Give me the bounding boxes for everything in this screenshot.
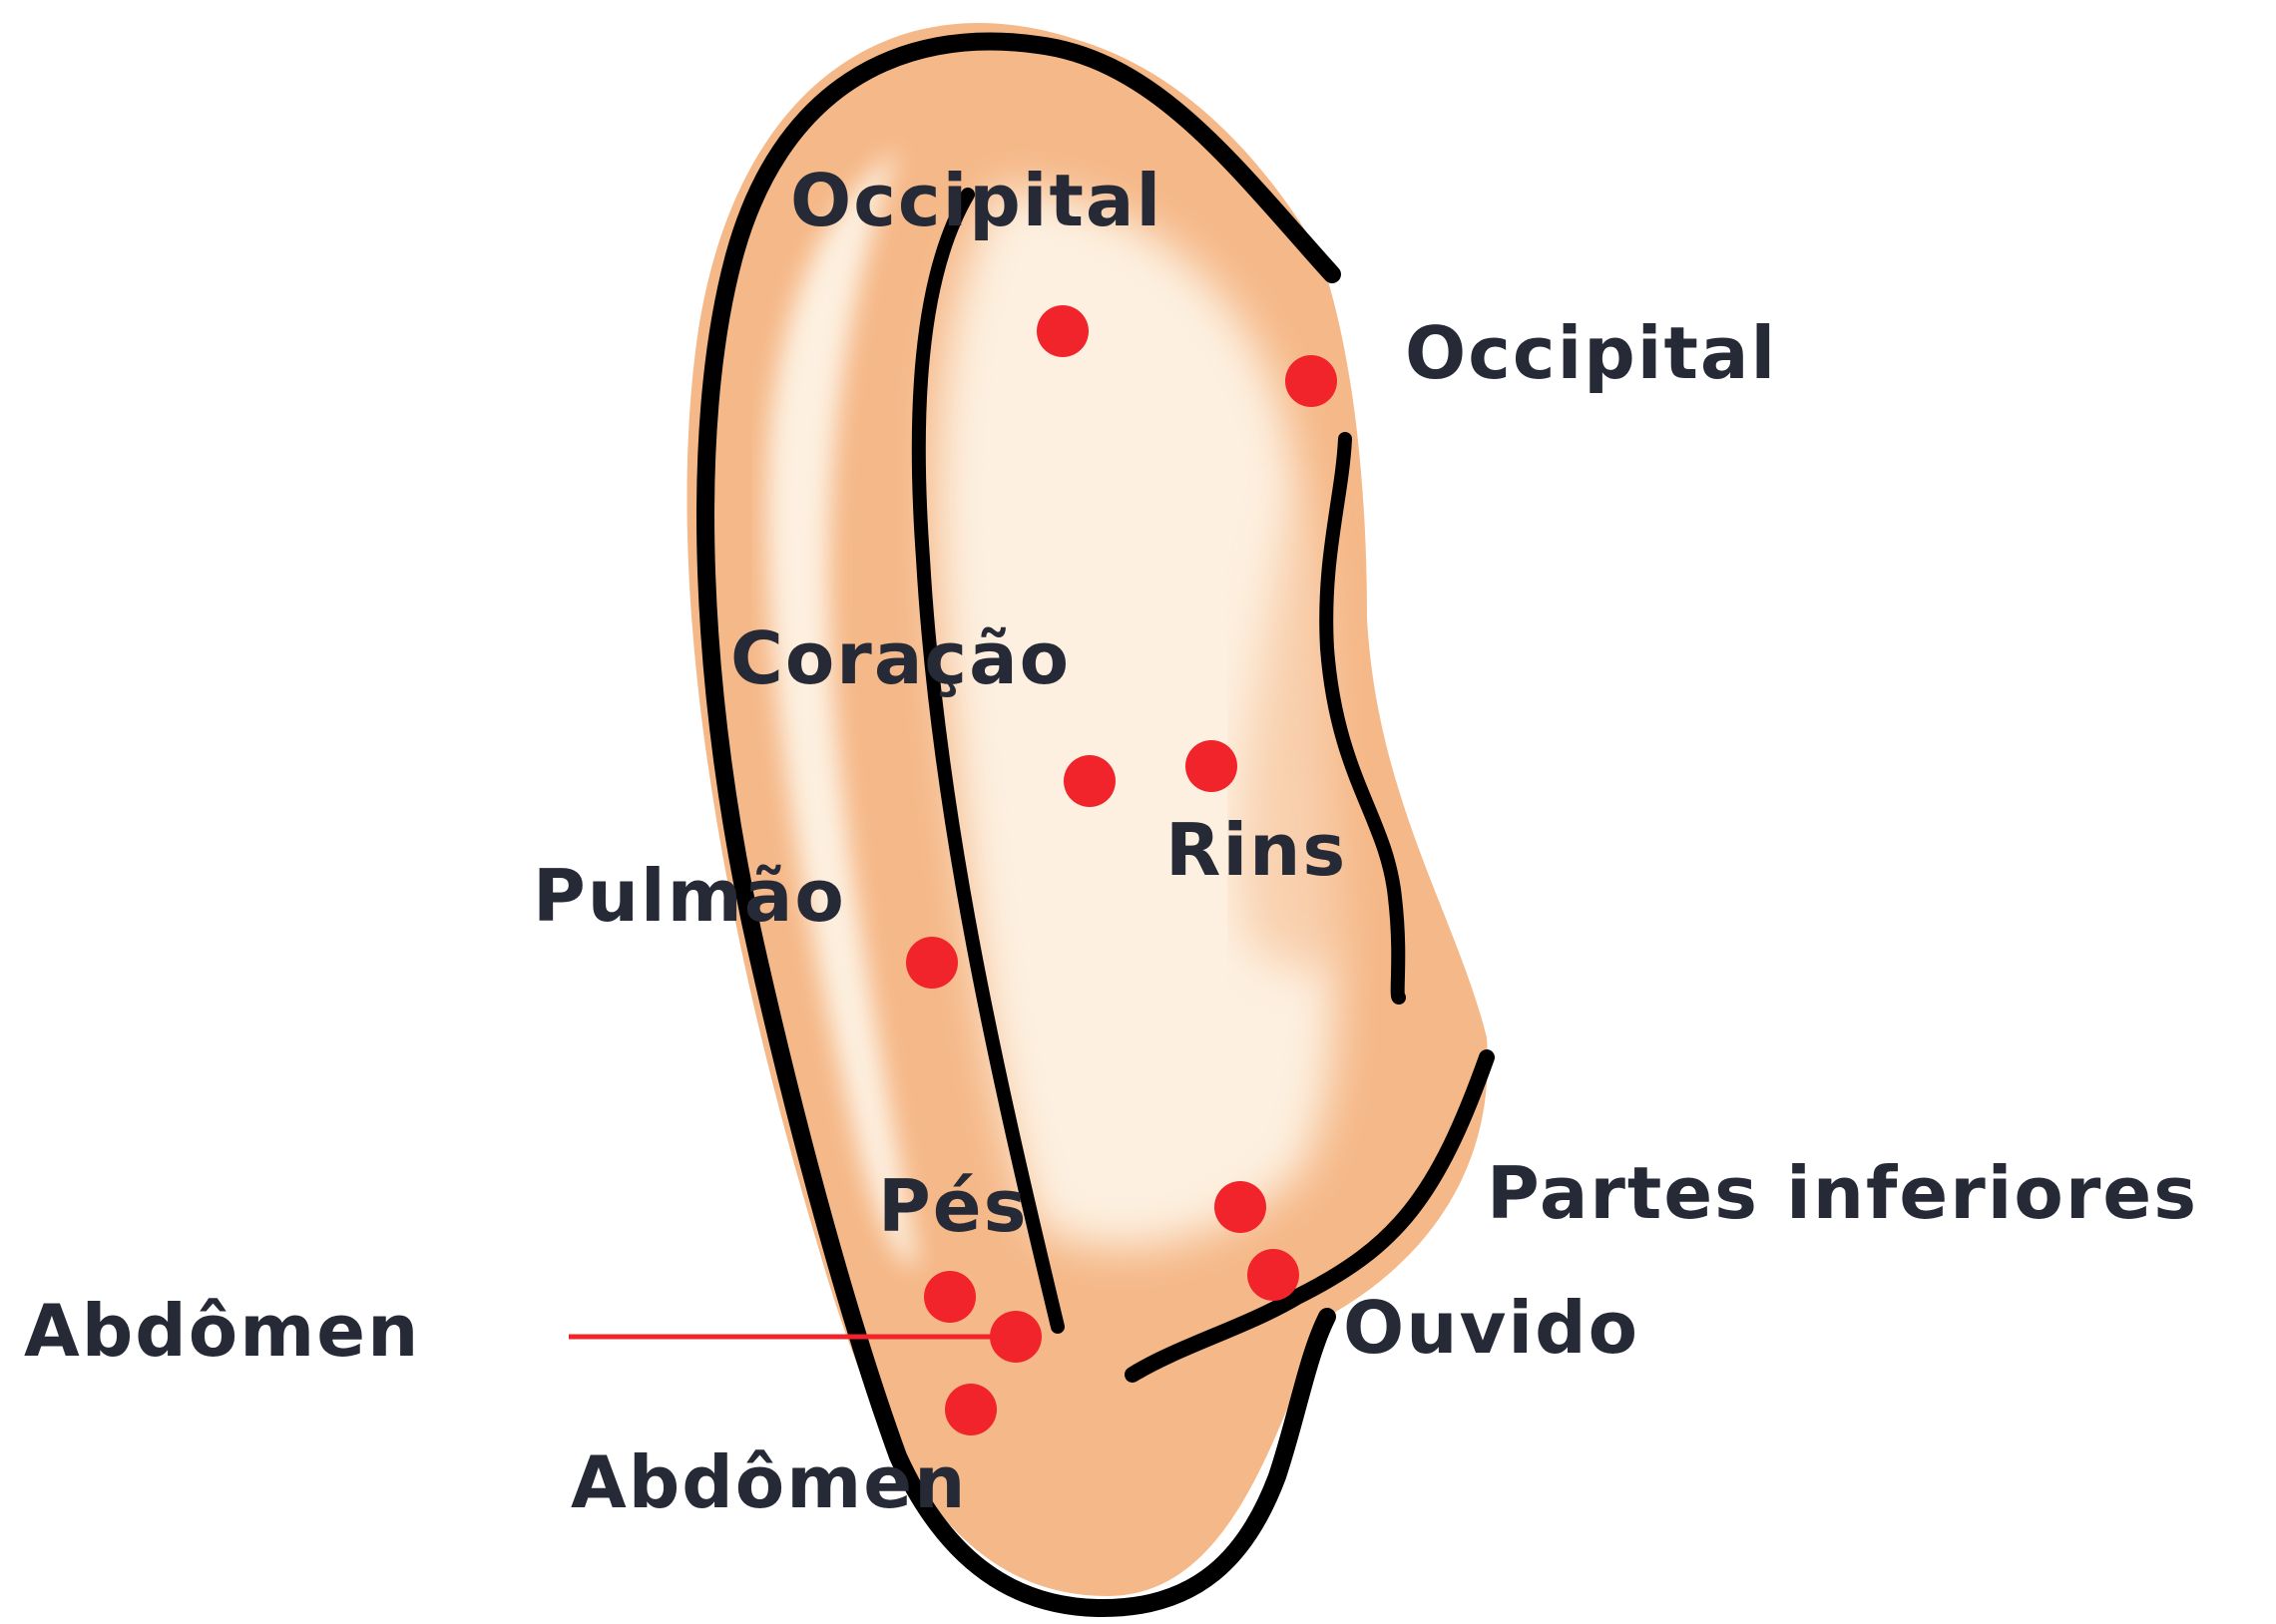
point-occipital-right: [1285, 355, 1337, 407]
label-rins: Rins: [1165, 814, 1347, 886]
point-pulmao: [906, 937, 958, 989]
label-abdomen-left: Abdômen: [24, 1295, 420, 1367]
label-pes: Pés: [878, 1170, 1028, 1242]
label-abdomen-bottom: Abdômen: [571, 1446, 967, 1518]
point-coracao: [1064, 755, 1116, 807]
label-pulmao: Pulmão: [533, 860, 846, 932]
label-partes-inferiores: Partes inferiores: [1487, 1157, 2198, 1229]
point-partes-inferiores: [1214, 1181, 1266, 1233]
label-coracao: Coração: [730, 622, 1071, 694]
point-abdomen-upper: [990, 1311, 1042, 1363]
label-occipital-right: Occipital: [1405, 317, 1777, 389]
point-ouvido: [1247, 1249, 1299, 1301]
point-occipital-upper: [1037, 305, 1089, 357]
point-pes: [924, 1271, 976, 1323]
point-abdomen-lower: [945, 1384, 997, 1435]
label-occipital-top: Occipital: [790, 165, 1162, 236]
label-ouvido: Ouvido: [1343, 1292, 1639, 1364]
point-rins: [1185, 740, 1237, 792]
